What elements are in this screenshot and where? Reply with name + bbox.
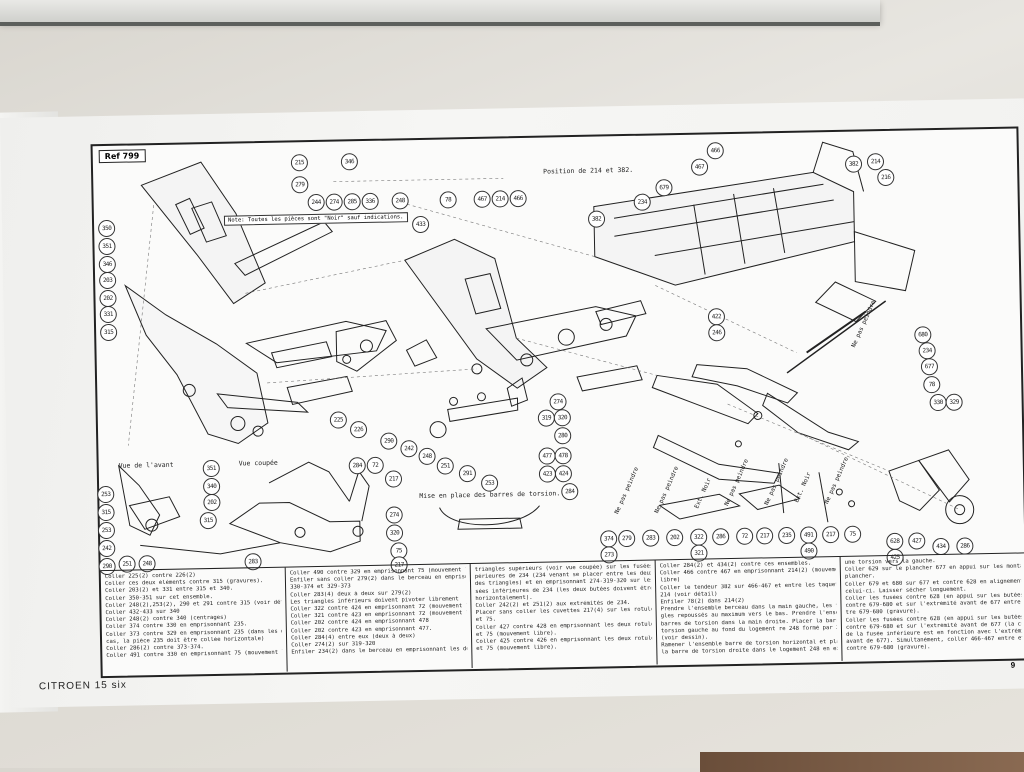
position-label: Position de 214 et 382.	[543, 165, 634, 176]
cardboard-top-edge	[0, 0, 880, 22]
section-view-label: Vue coupée	[238, 458, 278, 468]
instruction-sheet: Ref 799	[0, 98, 1024, 708]
footer-brand: CITROEN 15 six	[39, 680, 127, 693]
exploded-view-drawing	[117, 141, 975, 555]
table-edge	[700, 752, 1024, 772]
brand-name: CITROEN	[38, 680, 92, 693]
cardboard-shadow-edge	[0, 22, 880, 26]
instruction-column: Coller 490 contre 329 en emprisonnant 75…	[285, 564, 473, 672]
model-name: 15 six	[94, 679, 127, 692]
instruction-text-area: Coller 225(2) contre 226(2) Coller ces d…	[100, 552, 1024, 676]
diagram-frame: Ref 799	[90, 126, 1024, 679]
front-view-label: Vue de l'avant	[118, 460, 174, 470]
instruction-column: une torsion vers la gauche. Coller 629 s…	[841, 553, 1024, 661]
instruction-column: Coller 284(2) et 434(2) contre ces ensem…	[655, 556, 843, 665]
instruction-column: triangles supérieurs (voir vue coupée) s…	[470, 560, 658, 669]
instruction-column: Coller 225(2) contre 226(2) Coller ces d…	[100, 567, 288, 676]
page-number: 9	[1010, 660, 1016, 670]
